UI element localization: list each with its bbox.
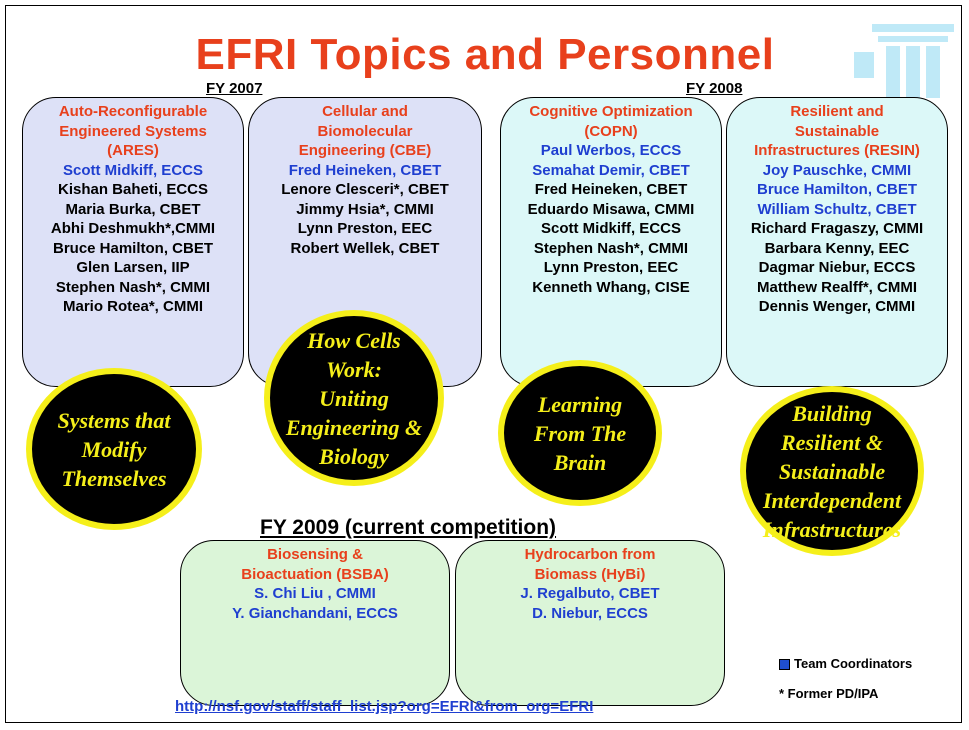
person-name: Lenore Clesceri*, CBET [281, 181, 449, 198]
staff-list-link[interactable]: http://nsf.gov/staff/staff_list.jsp?org=… [175, 698, 594, 715]
topic-title-line: (COPN) [584, 122, 638, 140]
person-name: Lynn Preston, EEC [297, 220, 433, 237]
oval-text-line: Modify [81, 436, 147, 462]
page-title: EFRI Topics and Personnel [195, 30, 775, 79]
topic-title-line: Biosensing & [267, 546, 363, 563]
oval-text-line: From The [533, 420, 627, 446]
person-name: Barbara Kenny, EEC [764, 239, 910, 257]
person-name: Richard Fragaszy, CMMI [750, 220, 924, 237]
fy2008-heading: FY 2008 [686, 80, 743, 97]
person-name: Glen Larsen, IIP [76, 259, 190, 276]
topic-title-line: Engineered Systems [59, 122, 207, 140]
topic-box-copn: Cognitive Optimization (COPN) Paul Werbos,… [500, 97, 722, 387]
oval-text-line: How Cells [307, 327, 401, 353]
coordinator-name: J. Regalbuto, CBET [520, 585, 660, 602]
person-name: Scott Midkiff, ECCS [540, 220, 681, 237]
oval-text-line: Sustainable [778, 458, 886, 484]
person-name: Abhi Deshmukh*,CMMI [50, 220, 216, 237]
person-name: Matthew Realff*, CMMI [756, 278, 917, 296]
topic-box-bsba: Biosensing & Bioactuation (BSBA) S. Chi Li… [180, 540, 450, 706]
person-name: Fred Heineken, CBET [534, 181, 688, 198]
topic-title-line: (ARES) [107, 142, 159, 159]
person-name: Kishan Baheti, ECCS [57, 181, 209, 198]
fy2009-heading: FY 2009 (current competition) [260, 516, 557, 539]
topic-title-line: Infrastructures (RESIN) [754, 142, 920, 159]
legend-former: * Former PD/IPA [779, 686, 879, 701]
oval-text-line: Building [792, 400, 872, 426]
person-name: Robert Wellek, CBET [290, 239, 440, 257]
oval-text-line: Work: [326, 356, 382, 382]
person-name: Mario Rotea*, CMMI [62, 298, 203, 315]
topic-title-line: Cellular and [322, 103, 408, 120]
coordinator-name: Scott Midkiff, ECCS [62, 161, 203, 179]
person-name: Eduardo Misawa, CMMI [527, 200, 695, 218]
topic-title-line: Cognitive Optimization [529, 103, 693, 120]
person-name: Kenneth Whang, CISE [532, 278, 690, 296]
oval-text-line: Engineering & [285, 414, 423, 440]
blue-square-icon [779, 659, 790, 671]
person-name: Dagmar Niebur, ECCS [758, 259, 916, 276]
legend-coordinators-label: Team Coordinators [794, 656, 913, 671]
oval-text-line: Learning [537, 391, 623, 417]
coordinator-name: Paul Werbos, ECCS [540, 142, 682, 159]
oval-text-line: Resilient & [780, 429, 884, 455]
topic-title-line: Bioactuation (BSBA) [241, 565, 389, 583]
oval-text-line: Infrastructures [762, 516, 902, 542]
person-name: Jimmy Hsia*, CMMI [296, 200, 434, 218]
topic-title-line: Hydrocarbon from [524, 546, 656, 563]
person-name: Dennis Wenger, CMMI [758, 298, 916, 315]
oval-text-line: Systems that [57, 407, 171, 433]
coordinator-name: Joy Pauschke, CMMI [762, 161, 912, 179]
coordinator-name: Y. Gianchandani, ECCS [232, 604, 398, 622]
person-name: Stephen Nash*, CMMI [533, 239, 689, 257]
coordinator-name: D. Niebur, ECCS [532, 604, 648, 622]
coordinator-name: S. Chi Liu , CMMI [254, 585, 376, 602]
coordinator-name: William Schultz, CBET [757, 200, 917, 218]
topic-title-line: Biomass (HyBi) [534, 565, 646, 583]
topic-title-line: Biomolecular [317, 122, 413, 140]
person-name: Maria Burka, CBET [65, 200, 201, 218]
person-name: Stephen Nash*, CMMI [55, 278, 211, 296]
oval-text-line: Biology [319, 443, 389, 469]
topic-title-line: Auto-Reconfigurable [58, 103, 208, 120]
topic-title-line: Sustainable [794, 122, 880, 140]
oval-text-line: Uniting [319, 385, 389, 411]
coordinator-name: Semahat Demir, CBET [532, 161, 690, 179]
legend-coordinators: Team Coordinators [779, 656, 912, 671]
topic-title-line: Resilient and [790, 103, 884, 120]
coordinator-name: Bruce Hamilton, CBET [756, 181, 918, 198]
oval-text-line: Brain [553, 449, 607, 475]
fy2007-heading: FY 2007 [206, 80, 263, 97]
topic-title-line: Engineering (CBE) [298, 142, 432, 159]
oval-text-line: Themselves [61, 465, 167, 491]
nsf-logo-icon [854, 24, 954, 98]
person-name: Lynn Preston, EEC [543, 259, 679, 276]
oval-text-line: Interdependent [762, 487, 902, 513]
coordinator-name: Fred Heineken, CBET [288, 161, 442, 179]
slide-frame [5, 5, 962, 723]
person-name: Bruce Hamilton, CBET [52, 239, 214, 257]
